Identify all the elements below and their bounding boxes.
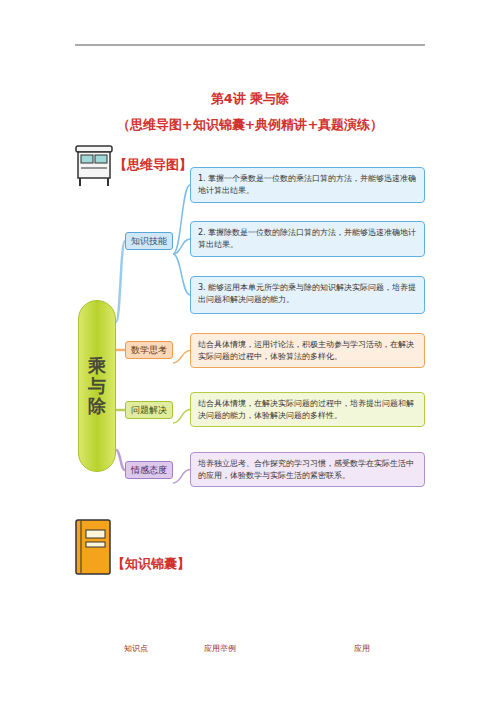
branch-connector [116,409,125,412]
branch-connector [173,351,190,363]
branch-connector [116,349,125,352]
subtitle: （思维导图+知识锦囊+典例精讲+真题演练） [0,116,500,134]
detail-text: 1. 掌握一个乘数是一位数的乘法口算的方法，并能够迅速准确地计算出结果。 [198,173,417,196]
branch-connector [173,185,190,254]
branch-label: 数学思考 [131,344,167,357]
branch-connector [116,450,125,470]
branch-connector [173,410,190,423]
detail-box: 2. 掌握除数是一位数的除法口算的方法，并能够迅速准确地计算出结果。 [190,221,425,257]
header-rule [75,45,425,46]
branch-connector [173,254,190,295]
branch-box: 情感态度 [125,461,173,479]
branch-label: 知识技能 [131,235,167,248]
detail-text: 3. 能够运用本单元所学的乘与除的知识解决实际问题，培养提出问题和解决问题的能力… [198,282,417,305]
branch-connector [173,470,190,483]
book-icon [76,520,110,574]
detail-box: 结合具体情境，运用讨论法，积极主动参与学习活动，在解决实际问题的过程中，体验算法… [190,333,425,368]
detail-text: 结合具体情境，在解决实际问题的过程中，培养提出问题和解决问题的能力，体验解决问题… [198,398,417,421]
detail-box: 1. 掌握一个乘数是一位数的乘法口算的方法，并能够迅速准确地计算出结果。 [190,167,425,203]
table-header: 应用 [354,643,370,654]
topic-text: 乘与除 [88,356,106,415]
detail-text: 培养独立思考、合作探究的学习习惯，感受数学在实际生活中的应用，体验数学与实际生活… [198,458,417,481]
section-heading: 【知识锦囊】 [112,555,190,573]
page-title: 第4讲 乘与除 [0,90,500,108]
branch-connector [173,239,190,254]
section-heading: 【思维导图】 [114,156,192,174]
detail-box: 3. 能够运用本单元所学的乘与除的知识解决实际问题，培养提出问题和解决问题的能力… [190,276,425,314]
detail-text: 2. 掌握除数是一位数的除法口算的方法，并能够迅速准确地计算出结果。 [198,227,417,250]
central-topic: 乘与除 [78,300,116,472]
branch-connector [116,241,125,322]
detail-text: 结合具体情境，运用讨论法，积极主动参与学习活动，在解决实际问题的过程中，体验算法… [198,339,417,362]
detail-box: 结合具体情境，在解决实际问题的过程中，培养提出问题和解决问题的能力，体验解决问题… [190,392,425,427]
table-header: 知识点 [124,643,148,654]
detail-box: 培养独立思考、合作探究的学习习惯，感受数学在实际生活中的应用，体验数学与实际生活… [190,452,425,487]
branch-label: 情感态度 [131,464,167,477]
branch-box: 问题解决 [125,401,173,419]
branch-box: 数学思考 [125,341,173,359]
branch-box: 知识技能 [125,232,173,250]
table-header: 应用举例 [204,643,236,654]
branch-label: 问题解决 [131,404,167,417]
cabinet-icon [76,146,112,186]
